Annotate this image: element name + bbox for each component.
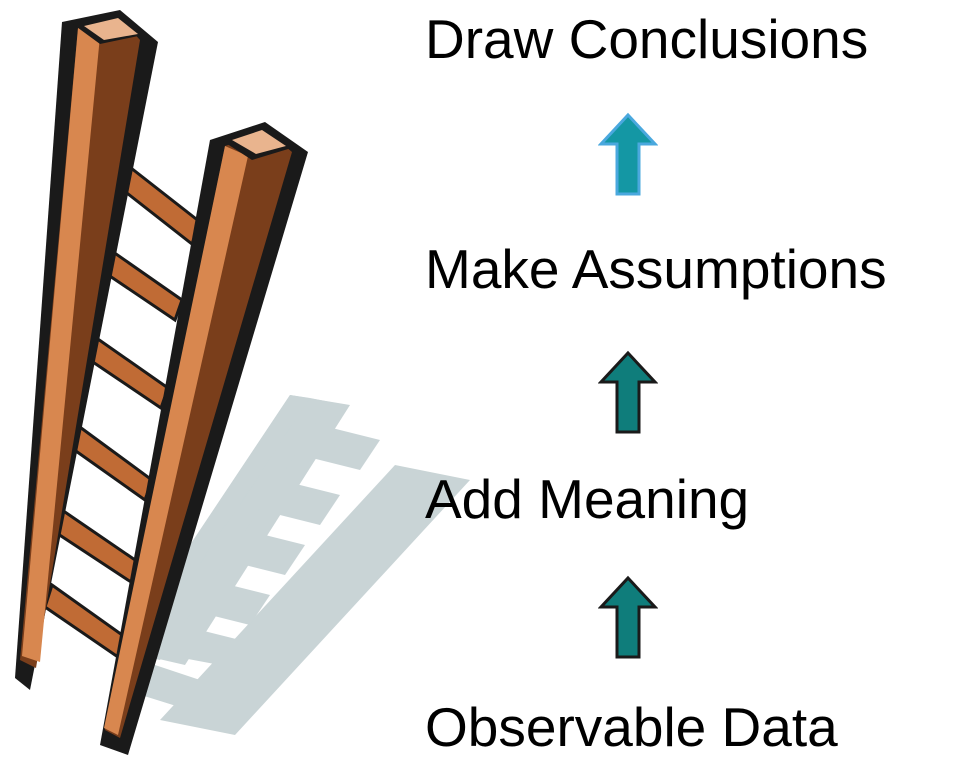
ladder-right-rail: [100, 122, 308, 755]
step-label-make-assumptions: Make Assumptions: [425, 238, 887, 300]
ladder-left-rail: [15, 10, 158, 690]
up-arrow-icon: [598, 575, 658, 659]
ladder-shadow: [120, 395, 470, 735]
up-arrow-icon: [598, 112, 658, 196]
up-arrow-icon: [598, 350, 658, 434]
ladder-icon: [15, 10, 470, 755]
step-label-observable-data: Observable Data: [425, 696, 838, 758]
step-label-add-meaning: Add Meaning: [425, 468, 750, 530]
step-label-draw-conclusions: Draw Conclusions: [425, 8, 869, 70]
